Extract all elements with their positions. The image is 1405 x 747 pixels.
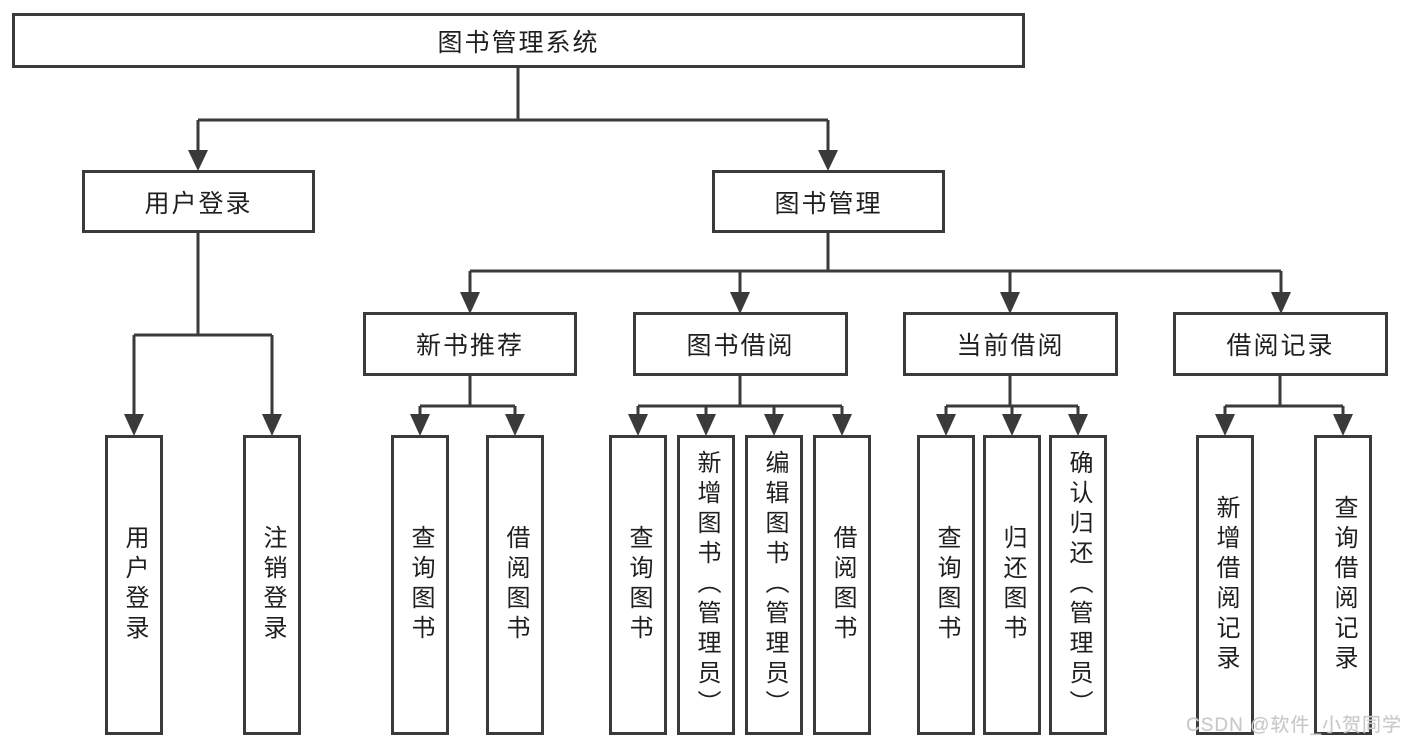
node-leaf-query-books-current: 查询图书 [917,435,975,735]
connector-current-borrow-to-leaves [936,376,1088,436]
node-leaf-add-book-admin-label: 新增图书（管理员） [693,450,720,720]
node-new-book-recommend: 新书推荐 [363,312,577,376]
arrowhead-icon [628,414,648,436]
node-leaf-user-login-label: 用户登录 [121,525,148,645]
node-current-borrow: 当前借阅 [903,312,1118,376]
arrowhead-icon [1002,414,1022,436]
node-leaf-return-book-label: 归还图书 [999,525,1026,645]
arrowhead-icon [832,414,852,436]
node-leaf-add-book-admin: 新增图书（管理员） [677,435,735,735]
node-leaf-query-books-borrow-label: 查询图书 [625,525,652,645]
node-leaf-add-borrow-record-label: 新增借阅记录 [1212,495,1239,675]
node-user-login: 用户登录 [82,170,315,233]
node-current-borrow-label: 当前借阅 [956,332,1065,360]
csdn-watermark: CSDN @软件_小贺同学 [1186,715,1402,736]
node-leaf-confirm-return-admin-label: 确认归还（管理员） [1065,450,1092,720]
node-leaf-edit-book-admin: 编辑图书（管理员） [745,435,803,735]
node-book-borrow-label: 图书借阅 [686,332,795,360]
node-leaf-return-book: 归还图书 [983,435,1041,735]
node-leaf-borrow-books-recommend: 借阅图书 [486,435,544,735]
node-leaf-edit-book-admin-label: 编辑图书（管理员） [761,450,788,720]
arrowhead-icon [262,414,282,436]
node-book-borrow: 图书借阅 [633,312,848,376]
connector-book-borrow-to-leaves [628,376,852,436]
node-borrow-records: 借阅记录 [1173,312,1388,376]
arrowhead-icon [818,150,838,171]
arrowhead-icon [460,292,480,314]
arrowhead-icon [764,414,784,436]
node-new-book-recommend-label: 新书推荐 [415,332,524,360]
node-leaf-borrow-books: 借阅图书 [813,435,871,735]
node-root-label: 图书管理系统 [437,28,600,57]
node-leaf-query-books-current-label: 查询图书 [933,525,960,645]
arrowhead-icon [1333,414,1353,436]
arrowhead-icon [936,414,956,436]
connector-user-login-to-leaves [124,233,282,436]
node-book-management: 图书管理 [712,170,945,233]
node-user-login-label: 用户登录 [144,189,253,218]
node-leaf-user-login: 用户登录 [105,435,163,735]
node-leaf-logout-label: 注销登录 [259,525,286,645]
arrowhead-icon [188,150,208,171]
node-leaf-borrow-books-recommend-label: 借阅图书 [502,525,529,645]
connector-root-to-branches [188,68,838,171]
node-leaf-borrow-books-label: 借阅图书 [829,525,856,645]
arrowhead-icon [1215,414,1235,436]
connector-book-management-to-sections [460,233,1291,314]
node-leaf-logout: 注销登录 [243,435,301,735]
node-leaf-confirm-return-admin: 确认归还（管理员） [1049,435,1107,735]
arrowhead-icon [730,292,750,314]
arrowhead-icon [696,414,716,436]
node-borrow-records-label: 借阅记录 [1226,332,1335,360]
node-leaf-add-borrow-record: 新增借阅记录 [1196,435,1254,735]
connector-new-book-to-leaves [410,376,525,436]
node-leaf-query-borrow-record-label: 查询借阅记录 [1330,495,1357,675]
node-leaf-query-borrow-record: 查询借阅记录 [1314,435,1372,735]
arrowhead-icon [410,414,430,436]
node-leaf-query-books-borrow: 查询图书 [609,435,667,735]
arrowhead-icon [1271,292,1291,314]
arrowhead-icon [505,414,525,436]
arrowhead-icon [1068,414,1088,436]
arrowhead-icon [1000,292,1020,314]
node-book-management-label: 图书管理 [774,189,883,218]
node-root: 图书管理系统 [12,13,1025,68]
node-leaf-query-books-recommend-label: 查询图书 [407,525,434,645]
node-leaf-query-books-recommend: 查询图书 [391,435,449,735]
connector-borrow-records-to-leaves [1215,376,1353,436]
arrowhead-icon [124,414,144,436]
